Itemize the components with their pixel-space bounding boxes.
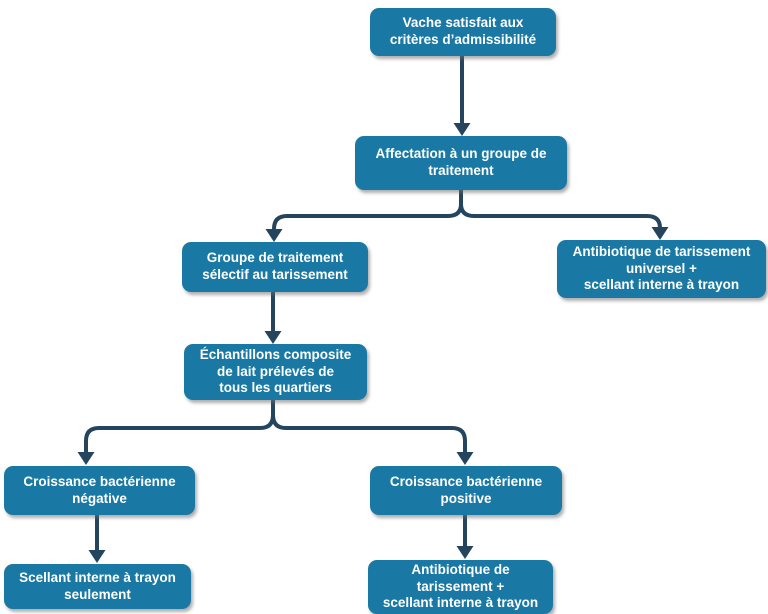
connector-growth-negative-sealant-only xyxy=(88,515,106,563)
node-internal-teat-sealant-only: Scellant interne à trayon seulement xyxy=(4,564,191,609)
connector-assignment-blanket-antibiotic xyxy=(459,190,669,240)
arrowhead-icon xyxy=(264,331,282,344)
node-eligibility: Vache satisfait aux critères d’admissibi… xyxy=(370,8,556,56)
node-bacterial-growth-positive: Croissance bactérienne positive xyxy=(370,466,562,515)
connector-selective-group-composite-samples xyxy=(264,292,282,344)
node-dry-antibiotic-plus-sealant: Antibiotique de tarissement + scellant i… xyxy=(368,560,553,614)
connector-eligibility-assignment xyxy=(453,56,471,136)
node-treatment-group-assignment: Affectation à un groupe de traitement xyxy=(355,136,567,190)
arrowhead-icon xyxy=(88,550,106,563)
arrowhead-icon xyxy=(265,229,283,242)
connector-composite-samples-growth-positive xyxy=(271,400,474,465)
arrowhead-icon xyxy=(456,452,474,465)
node-selective-dry-treatment-group: Groupe de traitement sélectif au tarisse… xyxy=(182,242,368,292)
node-composite-milk-samples: Échantillons composite de lait prélevés … xyxy=(184,344,367,400)
arrowhead-icon xyxy=(456,546,474,559)
arrowhead-icon xyxy=(453,123,471,136)
arrowhead-icon xyxy=(77,452,95,465)
connector-composite-samples-growth-negative xyxy=(77,400,275,465)
node-bacterial-growth-negative: Croissance bactérienne négative xyxy=(4,466,195,515)
arrowhead-icon xyxy=(651,227,669,240)
connector-growth-positive-antibiotic-sealant xyxy=(456,515,474,559)
node-universal-dry-antibiotic: Antibiotique de tarissement universel + … xyxy=(557,240,766,298)
connector-assignment-selective-group xyxy=(265,190,463,242)
